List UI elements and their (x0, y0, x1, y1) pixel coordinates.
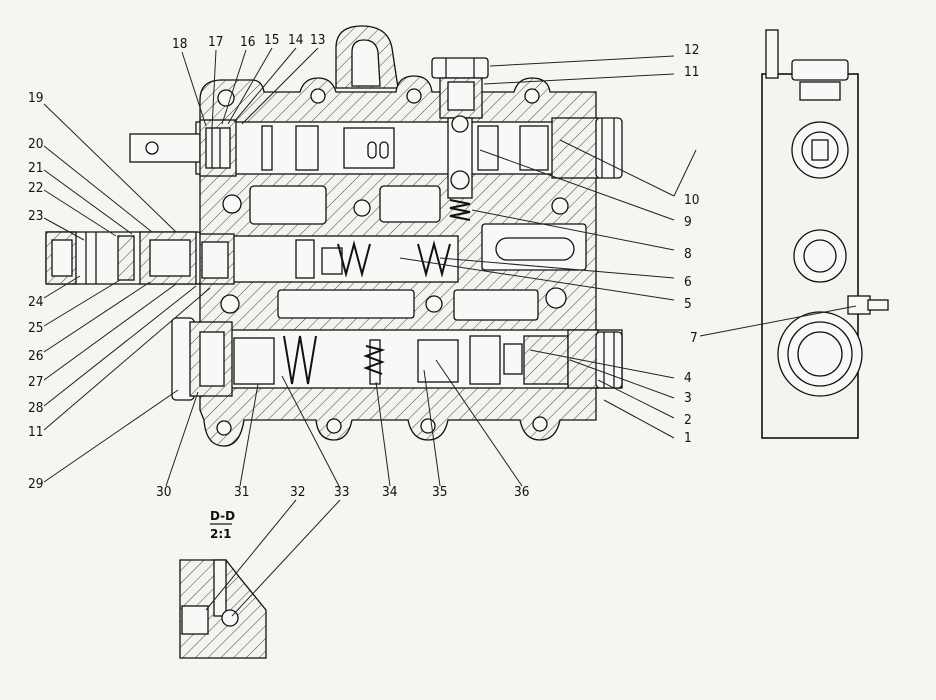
callout-17: 17 (208, 34, 223, 50)
callout-14: 14 (288, 32, 304, 48)
callout-21: 21 (28, 160, 43, 176)
callout-2: 2 (684, 412, 692, 428)
callout-11-right: 11 (684, 64, 699, 80)
callout-5: 5 (684, 296, 692, 312)
callout-35: 35 (432, 484, 447, 500)
callout-33: 33 (334, 484, 349, 500)
callout-28: 28 (28, 400, 43, 416)
leader-lines (43, 47, 857, 617)
side-view (761, 29, 889, 439)
callout-6: 6 (684, 274, 692, 290)
callout-4: 4 (684, 370, 692, 386)
callout-20: 20 (28, 136, 43, 152)
callout-8: 8 (684, 246, 692, 262)
callout-12: 12 (684, 42, 699, 58)
callout-31: 31 (234, 484, 249, 500)
callout-18: 18 (172, 36, 187, 52)
callout-24: 24 (28, 294, 44, 310)
callout-labels: 12 11 10 9 8 6 5 7 4 3 2 1 18 17 16 15 1… (28, 32, 699, 500)
callout-9: 9 (684, 214, 692, 230)
section-title: D-D (210, 509, 235, 523)
callout-26: 26 (28, 348, 43, 364)
callout-13: 13 (310, 32, 325, 48)
callout-10: 10 (684, 192, 699, 208)
callout-34: 34 (382, 484, 398, 500)
callout-15: 15 (264, 32, 279, 48)
callout-30: 30 (156, 484, 171, 500)
callout-32: 32 (290, 484, 305, 500)
main-section-view (45, 25, 623, 447)
callout-11-left: 11 (28, 424, 43, 440)
callout-23: 23 (28, 208, 43, 224)
callout-3: 3 (684, 390, 692, 406)
plug-12 (431, 57, 489, 79)
callout-1: 1 (684, 430, 692, 446)
callout-27: 27 (28, 374, 43, 390)
callout-16: 16 (240, 34, 255, 50)
callout-7: 7 (690, 330, 698, 346)
section-d-d: D-D 2:1 (179, 509, 267, 659)
section-scale: 2:1 (210, 527, 232, 541)
callout-19: 19 (28, 90, 43, 106)
callout-25: 25 (28, 320, 43, 336)
callout-36: 36 (514, 484, 529, 500)
callout-29: 29 (28, 476, 43, 492)
callout-22: 22 (28, 180, 43, 196)
